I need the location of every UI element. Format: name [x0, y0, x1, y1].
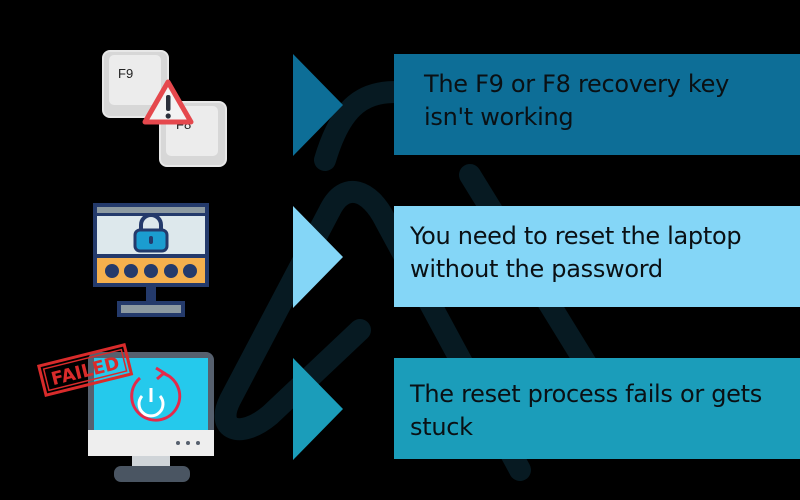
failed-reset-monitor-icon: FAILED [36, 342, 214, 482]
row-3-box: The reset process fails or gets stuck [394, 358, 800, 459]
f9-f8-keys-warning-icon: F9 F8 [102, 50, 227, 167]
password-mask [105, 264, 197, 278]
power-reset-icon [130, 366, 182, 422]
row-2-box: You need to reset the laptop without the… [394, 206, 800, 307]
row-1-text: The F9 or F8 recovery key isn't working [424, 70, 730, 131]
warning-icon [142, 79, 194, 125]
row-3-text: The reset process fails or gets stuck [410, 380, 762, 441]
row-3-arrow [293, 358, 343, 460]
row-2-arrow [293, 206, 343, 308]
padlock-icon [133, 213, 169, 253]
row-2-text: You need to reset the laptop without the… [410, 222, 742, 283]
key-f9-label: F9 [118, 66, 133, 81]
locked-password-monitor-icon [93, 203, 209, 317]
row-1-box: The F9 or F8 recovery key isn't working [394, 54, 800, 155]
row-1-arrow [293, 54, 343, 156]
